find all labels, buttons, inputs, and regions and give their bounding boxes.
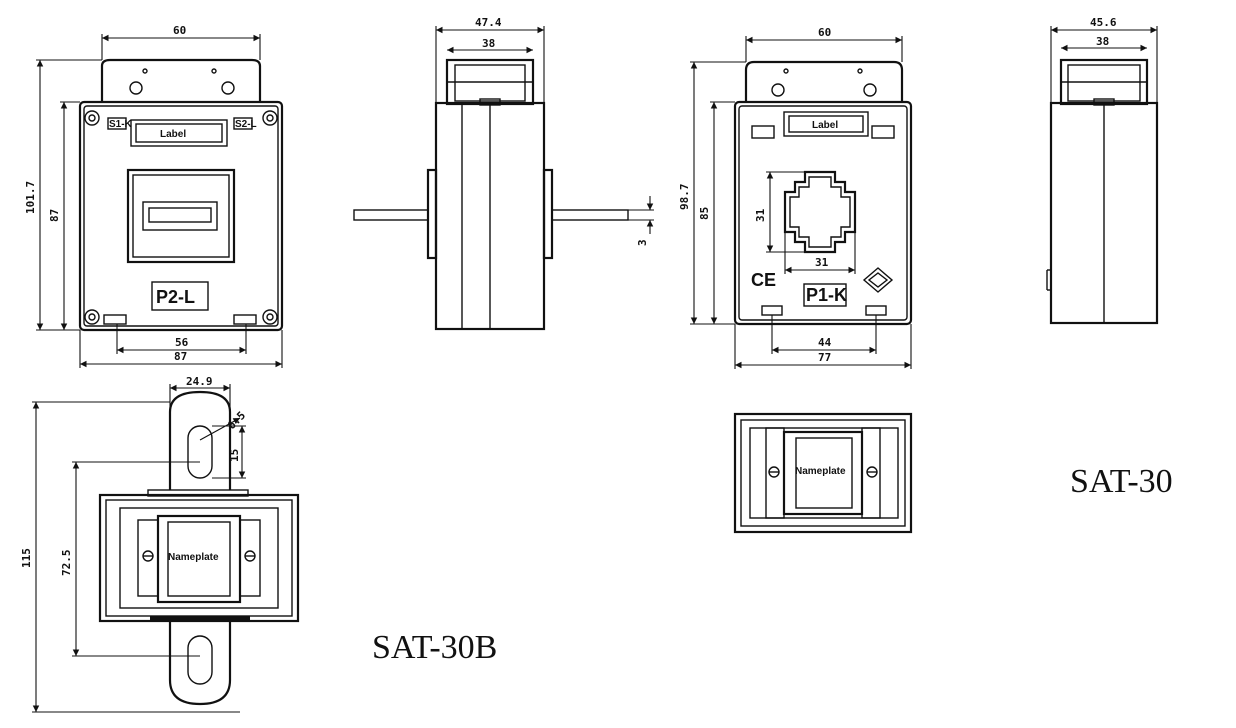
dim-rear-hole-spacing: 44 [818, 336, 832, 349]
dim-rear-body-width: 77 [818, 351, 831, 364]
dim-front-body-width: 87 [174, 350, 187, 363]
side-view-plain: 45.6 38 [1046, 16, 1159, 325]
dim-rear-width-top: 60 [818, 26, 831, 39]
sat30b-nameplate-text: Nameplate [168, 552, 219, 563]
model-name-sat30: SAT-30 [1070, 463, 1173, 500]
dim-bar-thickness: 3 [636, 239, 649, 246]
dim-front-width-top: 60 [173, 24, 186, 37]
dim-rear-overall-height: 98.7 [678, 184, 691, 211]
s2-terminal-label: S2-L [235, 119, 257, 130]
dim-bottom-slot-length: 15 [228, 449, 241, 462]
dim-front-hole-spacing: 56 [175, 336, 189, 349]
model-name-sat30b: SAT-30B [372, 629, 497, 666]
bottom-view-sat30: Nameplate [733, 412, 913, 534]
dim-rear-body-height: 85 [698, 207, 711, 220]
p1-terminal-label: P1-K [806, 285, 847, 305]
s1-terminal-label: S1-K [109, 119, 133, 130]
p2-terminal-label: P2-L [156, 287, 195, 307]
bottom-view-sat30b: Nameplate 115 72.5 24.9 15 6.5 [20, 375, 300, 713]
dim-side-overall-width: 47.4 [475, 16, 502, 29]
dim-window-height: 31 [754, 208, 767, 222]
sat30-nameplate-text: Nameplate [795, 466, 846, 477]
dim-window-width: 31 [815, 256, 829, 269]
side-view-with-bar: 47.4 38 3 [353, 16, 654, 331]
rear-view: Label 31 31 CE P1-K 60 98.7 [678, 26, 913, 369]
front-view: S1-K S2-L Label P2-L 60 101.7 87 56 [24, 24, 284, 368]
dim-side2-overall-width: 45.6 [1090, 16, 1117, 29]
dim-bottom-slot-spacing: 72.5 [60, 550, 73, 577]
dim-front-overall-height: 101.7 [24, 181, 37, 214]
rear-label-text: Label [812, 120, 838, 131]
dim-bottom-overall-height: 115 [20, 548, 33, 568]
front-label-text: Label [160, 129, 186, 140]
ce-mark: CE [751, 270, 776, 290]
dim-front-body-height: 87 [48, 209, 61, 222]
dim-bottom-slot-width: 6.5 [225, 409, 248, 432]
certification-mark-icon [862, 267, 894, 293]
dim-bottom-tab-width: 24.9 [186, 375, 213, 388]
dim-side-inner-width: 38 [482, 37, 495, 50]
dim-side2-inner-width: 38 [1096, 35, 1109, 48]
